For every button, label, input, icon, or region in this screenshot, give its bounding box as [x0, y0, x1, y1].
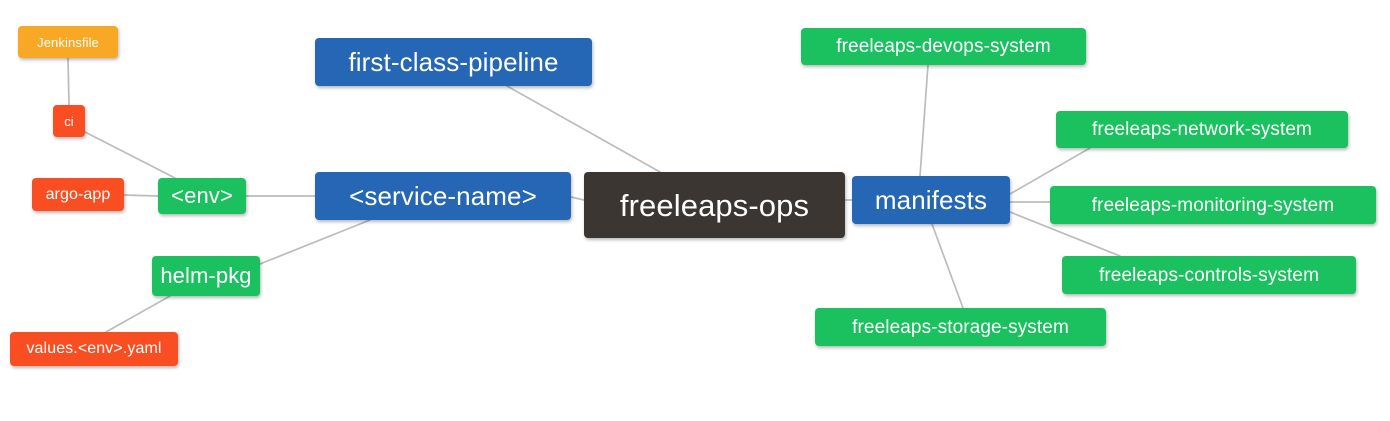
node-helm-pkg[interactable]: helm-pkg	[152, 256, 260, 296]
edge-helm-pkg-to-values-env-yaml	[105, 295, 171, 333]
node-freeleaps-ops[interactable]: freeleaps-ops	[584, 172, 845, 238]
node-label-helm-pkg: helm-pkg	[160, 263, 252, 288]
edge-argo-app-to-env	[123, 194, 159, 197]
edge-service-name-to-freeleaps-ops	[570, 196, 585, 201]
node-freeleaps-storage-system[interactable]: freeleaps-storage-system	[815, 308, 1106, 346]
node-freeleaps-monitoring-system[interactable]: freeleaps-monitoring-system	[1050, 186, 1376, 224]
node-label-service-name: <service-name>	[349, 181, 537, 211]
edge-manifests-to-freeleaps-storage-system	[931, 223, 964, 309]
node-label-freeleaps-controls-system: freeleaps-controls-system	[1098, 264, 1320, 286]
node-ci[interactable]: ci	[53, 105, 85, 137]
node-label-freeleaps-network-system: freeleaps-network-system	[1092, 119, 1312, 140]
node-env[interactable]: <env>	[158, 178, 246, 214]
node-label-first-class-pipeline: first-class-pipeline	[348, 47, 559, 77]
node-values-env-yaml[interactable]: values.<env>.yaml	[10, 332, 178, 366]
edge-jenkinsfile-to-ci	[67, 57, 70, 106]
node-jenkinsfile[interactable]: Jenkinsfile	[18, 26, 118, 58]
node-freeleaps-devops-system[interactable]: freeleaps-devops-system	[801, 28, 1086, 65]
edge-manifests-to-freeleaps-devops-system	[919, 64, 929, 177]
node-argo-app[interactable]: argo-app	[32, 178, 124, 211]
node-label-freeleaps-devops-system: freeleaps-devops-system	[836, 36, 1051, 57]
node-label-manifests: manifests	[874, 185, 988, 215]
node-label-freeleaps-ops: freeleaps-ops	[619, 187, 810, 223]
node-label-jenkinsfile: Jenkinsfile	[37, 34, 99, 50]
edge-service-name-to-helm-pkg	[259, 219, 371, 265]
node-manifests[interactable]: manifests	[852, 176, 1010, 224]
node-label-freeleaps-storage-system: freeleaps-storage-system	[852, 316, 1069, 338]
edge-ci-to-env	[84, 131, 176, 179]
node-freeleaps-network-system[interactable]: freeleaps-network-system	[1056, 111, 1348, 148]
node-first-class-pipeline[interactable]: first-class-pipeline	[315, 38, 592, 86]
node-label-env: <env>	[171, 183, 233, 208]
node-service-name[interactable]: <service-name>	[315, 172, 571, 220]
node-label-values-env-yaml: values.<env>.yaml	[26, 340, 162, 357]
node-label-ci: ci	[64, 113, 74, 129]
node-label-argo-app: argo-app	[45, 185, 111, 203]
edge-first-class-pipeline-to-freeleaps-ops	[506, 85, 661, 173]
node-label-freeleaps-monitoring-system: freeleaps-monitoring-system	[1091, 194, 1335, 216]
node-freeleaps-controls-system[interactable]: freeleaps-controls-system	[1062, 256, 1356, 294]
